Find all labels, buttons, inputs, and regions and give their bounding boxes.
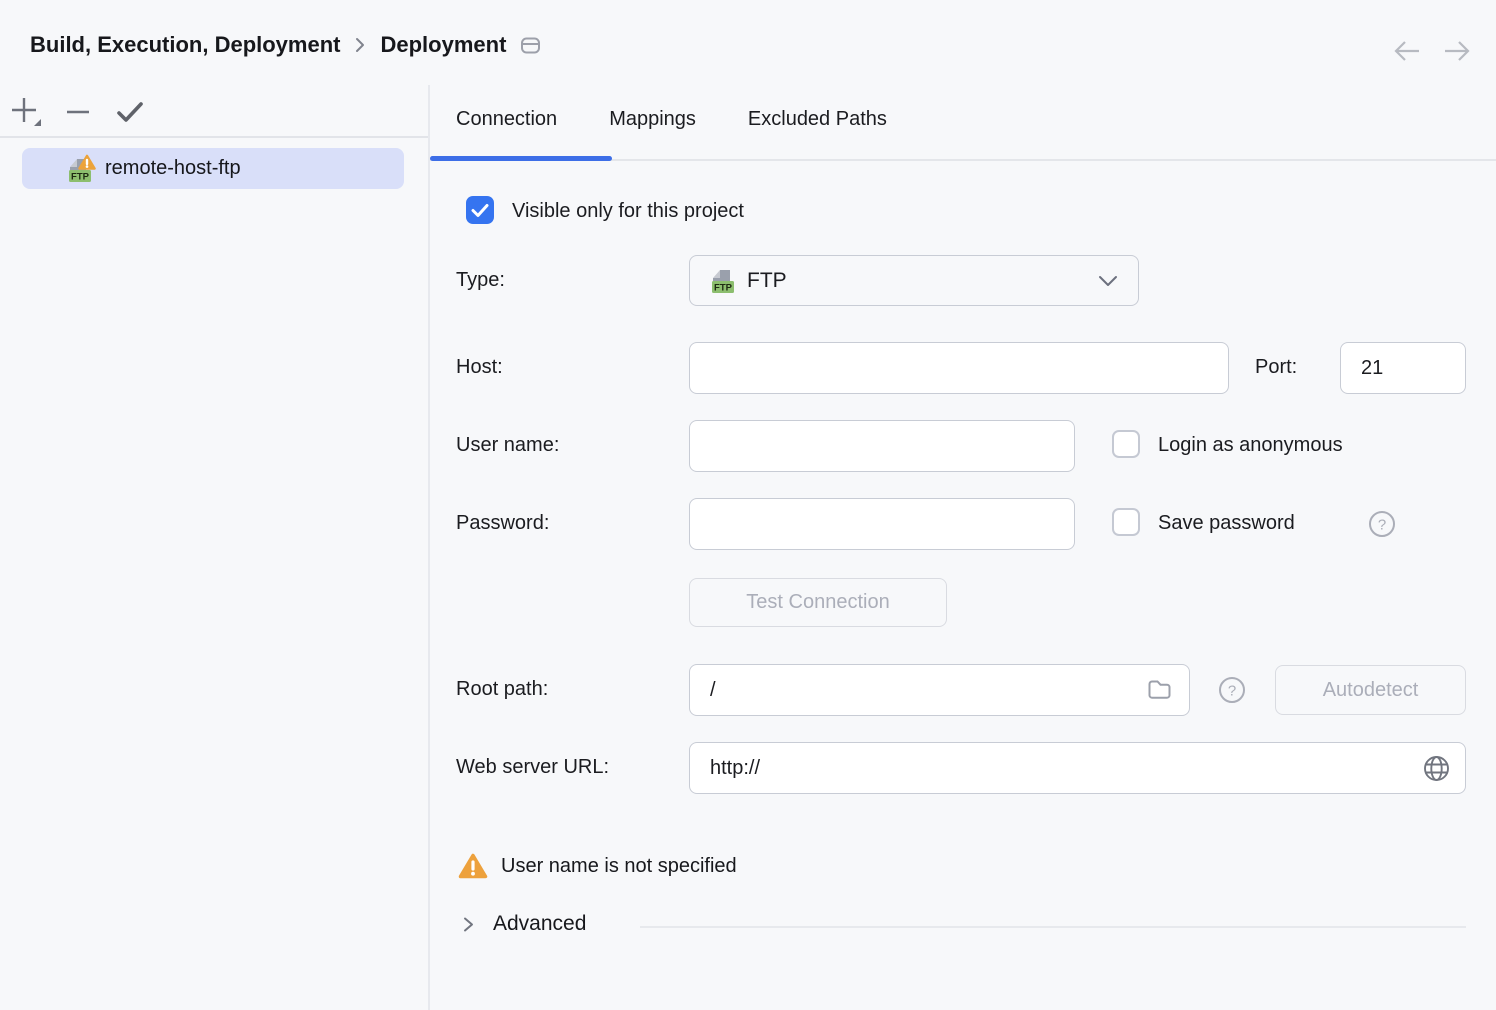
test-connection-button[interactable]: Test Connection <box>689 578 947 627</box>
server-list-item-remote-host-ftp[interactable]: FTP remote-host-ftp <box>22 148 404 189</box>
ftp-server-warning-icon: FTP <box>66 154 96 184</box>
breadcrumb-parent[interactable]: Build, Execution, Deployment <box>30 32 341 57</box>
open-in-browser-globe-icon[interactable] <box>1423 755 1450 782</box>
breadcrumb-current: Deployment <box>380 32 507 57</box>
browse-folder-icon[interactable] <box>1147 679 1172 700</box>
save-password-label: Save password <box>1158 512 1295 534</box>
svg-text:?: ? <box>1378 517 1386 534</box>
password-label: Password: <box>456 512 550 534</box>
ftp-badge-text: FTP <box>714 283 733 294</box>
warning-icon <box>458 853 488 880</box>
root-path-label: Root path: <box>456 678 549 700</box>
root-path-help-icon[interactable]: ? <box>1218 676 1246 709</box>
type-label: Type: <box>456 269 505 291</box>
panel-divider <box>428 85 430 1010</box>
host-input[interactable] <box>689 342 1229 394</box>
advanced-label: Advanced <box>493 912 587 935</box>
user-name-label: User name: <box>456 434 560 456</box>
server-name-label: remote-host-ftp <box>105 157 241 179</box>
settings-tabs: Connection Mappings Excluded Paths <box>456 108 887 137</box>
host-label: Host: <box>456 356 503 378</box>
back-arrow-icon[interactable] <box>1392 38 1422 69</box>
add-server-button[interactable] <box>8 94 44 130</box>
warning-message: User name is not specified <box>501 855 737 877</box>
chevron-down-icon <box>1098 275 1118 287</box>
web-server-url-input[interactable] <box>689 742 1466 794</box>
type-value: FTP <box>747 268 787 292</box>
active-tab-indicator <box>430 156 612 161</box>
password-input[interactable] <box>689 498 1075 550</box>
port-input[interactable] <box>1340 342 1466 394</box>
login-anonymous-checkbox[interactable] <box>1112 430 1140 458</box>
visible-only-label: Visible only for this project <box>512 200 744 222</box>
breadcrumb-separator-icon <box>354 36 366 54</box>
list-toolbar <box>8 94 148 130</box>
tab-excluded-paths[interactable]: Excluded Paths <box>747 108 887 130</box>
history-navigation <box>1392 38 1472 69</box>
validation-warning: User name is not specified <box>458 853 737 880</box>
tab-mappings[interactable]: Mappings <box>609 108 696 130</box>
save-password-checkbox[interactable] <box>1112 508 1140 536</box>
ftp-badge-text: FTP <box>71 171 90 182</box>
tab-underline-track <box>430 159 1496 161</box>
chevron-right-icon <box>462 915 475 934</box>
save-password-help-icon[interactable]: ? <box>1368 510 1396 543</box>
port-label: Port: <box>1255 356 1298 378</box>
window-settings-icon[interactable] <box>520 36 541 55</box>
advanced-section-toggle[interactable]: Advanced <box>462 912 586 936</box>
tab-connection[interactable]: Connection <box>456 108 558 130</box>
toolbar-divider <box>0 136 428 138</box>
login-anonymous-label: Login as anonymous <box>1158 434 1343 456</box>
user-name-input[interactable] <box>689 420 1075 472</box>
use-as-default-button[interactable] <box>112 94 148 130</box>
root-path-input[interactable] <box>689 664 1190 716</box>
svg-text:?: ? <box>1228 683 1236 700</box>
visible-only-checkbox[interactable] <box>466 196 494 224</box>
forward-arrow-icon[interactable] <box>1442 38 1472 69</box>
advanced-separator-line <box>640 926 1466 928</box>
type-dropdown[interactable]: FTP FTP <box>689 255 1139 306</box>
breadcrumb: Build, Execution, Deployment Deployment <box>30 32 541 58</box>
web-server-url-label: Web server URL: <box>456 756 610 778</box>
remove-server-button[interactable] <box>60 94 96 130</box>
ftp-type-icon: FTP <box>710 266 737 295</box>
autodetect-button[interactable]: Autodetect <box>1275 665 1466 715</box>
